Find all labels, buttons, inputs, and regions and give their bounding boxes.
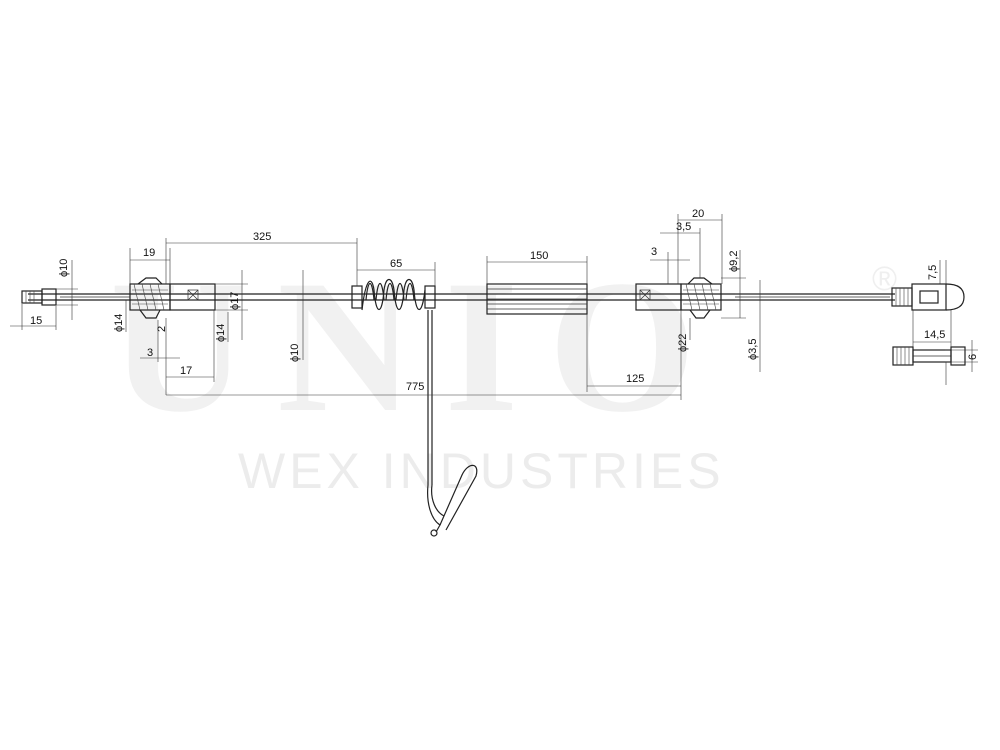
dim-6: 6 [967, 354, 979, 360]
dim-3-left: 3 [147, 347, 153, 359]
dim-150: 150 [530, 250, 548, 262]
watermark: UNIO ® WEX INDUSTRIES [110, 242, 897, 499]
dimension-lines [10, 214, 978, 400]
dim-15: 15 [30, 315, 42, 327]
dim-2: 2 [156, 326, 168, 332]
dim-d10-left: ϕ10 [58, 259, 70, 277]
end-nipple-detail [892, 346, 966, 366]
dim-d14-b: ϕ14 [215, 324, 227, 342]
dim-325: 325 [253, 231, 271, 243]
dim-3-right: 3 [651, 246, 657, 258]
dim-d22: ϕ22 [677, 334, 689, 352]
hanging-cable [427, 310, 478, 537]
watermark-brand: UNIO [110, 242, 726, 452]
left-sleeve [129, 277, 216, 319]
dim-d14-a: ϕ14 [113, 314, 125, 332]
dim-14-5: 14,5 [924, 329, 945, 341]
watermark-registered-mark: ® [872, 260, 897, 298]
dim-19: 19 [143, 247, 155, 259]
right-end-fitting [891, 283, 965, 311]
dim-775: 775 [406, 381, 424, 393]
left-end-fitting [21, 288, 57, 306]
dim-d17: ϕ17 [229, 292, 241, 310]
dim-3-5: 3,5 [676, 221, 691, 233]
dim-d9-2: ϕ9,2 [728, 251, 740, 272]
watermark-company: WEX INDUSTRIES [238, 443, 725, 499]
ribbed-sleeve [486, 283, 588, 315]
dim-17: 17 [180, 365, 192, 377]
right-sleeve [635, 277, 722, 319]
dimension-labels: ϕ10 15 ϕ14 19 3 2 17 325 ϕ17 ϕ14 ϕ10 65 … [30, 208, 979, 393]
dim-7-5: 7,5 [927, 265, 939, 280]
dim-20: 20 [692, 208, 704, 220]
dim-65: 65 [390, 258, 402, 270]
dim-d3-5: ϕ3,5 [747, 339, 759, 360]
dim-d10-mid: ϕ10 [289, 344, 301, 362]
dim-125: 125 [626, 373, 644, 385]
